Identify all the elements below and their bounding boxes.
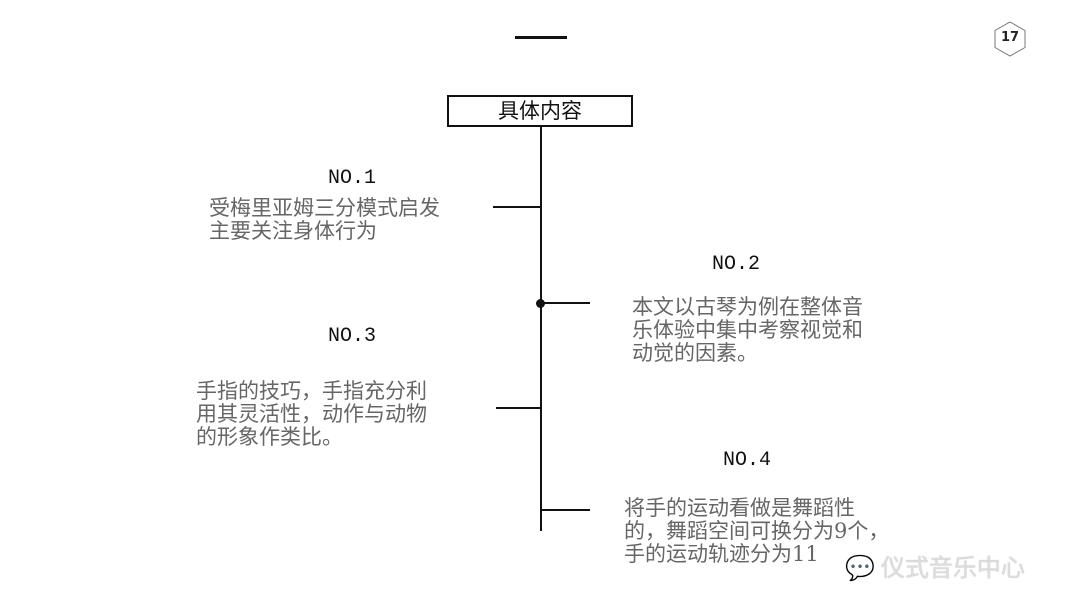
branch-2 [541,302,590,304]
timeline-dot [536,299,545,308]
hexagon-icon [994,21,1026,57]
page-number: 17 [1000,30,1020,45]
watermark: 💬仪式音乐中心 [845,548,1025,583]
item-3-text: 手指的技巧，手指充分利 用其灵活性，动作与动物 的形象作类比。 [196,379,427,449]
item-2-text: 本文以古琴为例在整体音 乐体验中集中考察视觉和 动觉的因素。 [632,295,863,365]
branch-3 [496,407,541,409]
title-box: 具体内容 [447,95,633,127]
item-1-text: 受梅里亚姆三分模式启发 主要关注身体行为 [209,196,440,243]
item-4-label: NO.4 [723,449,772,472]
watermark-text: 仪式音乐中心 [880,554,1025,582]
top-dash [515,36,567,39]
branch-4 [541,509,590,511]
branch-1 [493,206,541,208]
page-number-badge: 17 [994,21,1026,57]
timeline-axis [540,125,542,531]
item-4-text: 将手的运动看做是舞蹈性 的，舞蹈空间可换分为9个， 手的运动轨迹分为11 [624,496,890,566]
wechat-icon: 💬 [845,554,875,582]
item-1-label: NO.1 [328,167,377,190]
item-3-label: NO.3 [328,325,377,348]
item-2-label: NO.2 [712,253,761,276]
